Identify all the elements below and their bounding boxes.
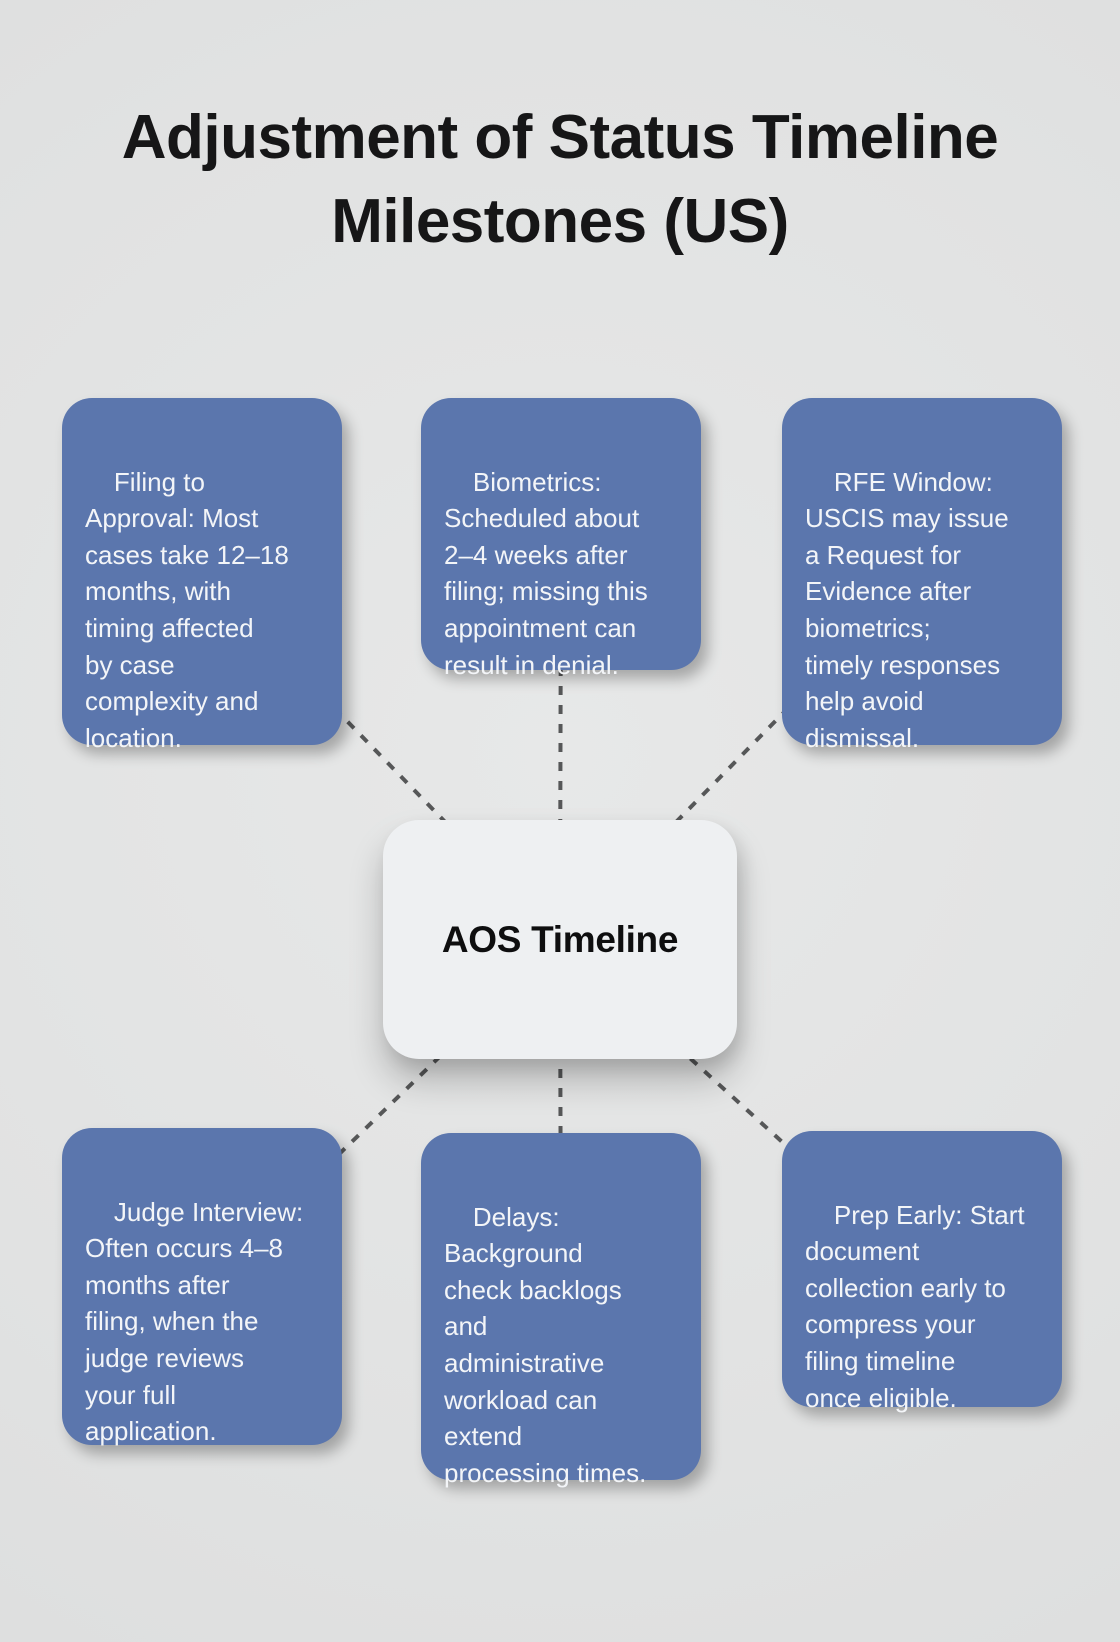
milestone-text-biometrics: Biometrics: Scheduled about 2–4 weeks af… xyxy=(444,466,648,680)
milestone-card-rfe-window: RFE Window: USCIS may issue a Request fo… xyxy=(782,398,1062,753)
page-title: Adjustment of Status Timeline Milestones… xyxy=(121,103,999,256)
milestone-text-prep-early: Prep Early: Start document collection ea… xyxy=(805,1199,1025,1413)
milestone-card-judge-interview: Judge Interview: Often occurs 4–8 months… xyxy=(62,1128,342,1447)
milestone-text-filing-to-approval: Filing to Approval: Most cases take 12–1… xyxy=(85,466,289,753)
milestone-text-judge-interview: Judge Interview: Often occurs 4–8 months… xyxy=(85,1196,304,1447)
milestone-text-delays: Delays: Background check backlogs and ad… xyxy=(444,1201,647,1488)
center-node-label: AOS Timeline xyxy=(441,918,679,960)
milestone-card-prep-early: Prep Early: Start document collection ea… xyxy=(782,1131,1062,1413)
milestone-card-delays: Delays: Background check backlogs and ad… xyxy=(421,1133,701,1488)
center-node: AOS Timeline xyxy=(383,820,737,1059)
milestone-text-rfe-window: RFE Window: USCIS may issue a Request fo… xyxy=(805,466,1009,753)
milestone-card-biometrics: Biometrics: Scheduled about 2–4 weeks af… xyxy=(421,398,701,680)
milestone-card-filing-to-approval: Filing to Approval: Most cases take 12–1… xyxy=(62,398,342,753)
